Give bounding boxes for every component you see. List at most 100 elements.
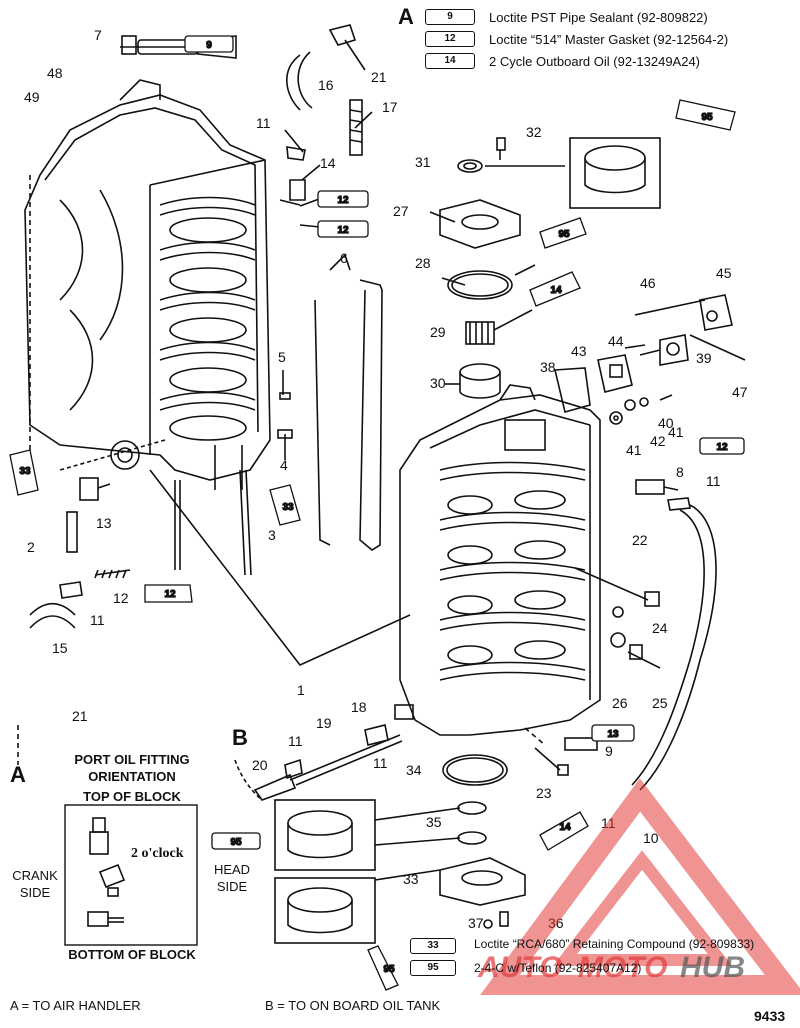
leader-1 (149, 469, 411, 666)
callout-3: 3 (268, 527, 276, 543)
svg-text:95: 95 (383, 964, 395, 975)
port-oil-right-2: SIDE (216, 879, 248, 894)
callout-15: 15 (52, 640, 68, 656)
port-oil-title-2: ORIENTATION (88, 769, 176, 784)
callout-20: 20 (252, 757, 268, 773)
tube-icon: 9 (425, 9, 475, 25)
legend-text: 2 Cycle Outboard Oil (92-13249A24) (489, 53, 701, 69)
svg-text:12: 12 (337, 195, 349, 206)
callout-28: 28 (415, 255, 431, 271)
callout-9-lower: 9 (605, 743, 613, 759)
bottom-legend: 33 Loctite “RCA/680” Retaining Compound … (410, 936, 764, 976)
tube-icon: 33 (410, 938, 456, 954)
watermark-logo: AUTO MOTO HUB (477, 778, 800, 995)
callout-14: 14 (320, 155, 336, 171)
callout-18: 18 (351, 699, 367, 715)
legend-text: 2-4-C w/Teflon (92-825407A12) (474, 961, 642, 975)
callout-11-right: 11 (706, 473, 721, 489)
callout-17: 17 (382, 99, 398, 115)
callout-45: 45 (716, 265, 732, 281)
callout-5: 5 (278, 349, 286, 365)
callout-4: 4 (280, 457, 288, 473)
svg-text:95: 95 (230, 837, 242, 848)
callout-16: 16 (318, 77, 334, 93)
svg-text:AUTO: AUTO (477, 951, 562, 984)
callout-29: 29 (430, 324, 446, 340)
tube-12b: 12 (317, 220, 369, 238)
callout-24: 24 (652, 620, 668, 636)
callout-6: 6 (340, 250, 348, 266)
tube-95a: 95 (675, 99, 736, 131)
callout-32: 32 (526, 124, 542, 140)
callout-21-left: 21 (72, 708, 88, 724)
callout-33: 33 (403, 871, 419, 887)
legend-row-9: 9 Loctite PST Pipe Sealant (92-809822) (425, 6, 728, 28)
footer-a-note: A = TO AIR HANDLER (10, 998, 141, 1013)
tube-12a: 12 (317, 190, 369, 208)
callout-31: 31 (415, 154, 431, 170)
tube-icon: 14 (425, 53, 475, 69)
callout-10: 10 (643, 830, 659, 846)
ref-letter-a: A (10, 762, 26, 787)
legend-letter-a: A (398, 4, 414, 29)
callout-25: 25 (652, 695, 668, 711)
port-oil-top: TOP OF BLOCK (83, 789, 181, 804)
svg-text:13: 13 (607, 729, 619, 740)
svg-text:12: 12 (164, 589, 176, 600)
callout-1: 1 (297, 682, 305, 698)
port-oil-bottom: BOTTOM OF BLOCK (68, 947, 196, 962)
callout-7: 7 (94, 27, 102, 43)
svg-text:33: 33 (282, 502, 294, 513)
legend-text: Loctite “RCA/680” Retaining Compound (92… (474, 937, 755, 951)
callout-43: 43 (571, 343, 587, 359)
callout-39: 39 (696, 350, 712, 366)
callout-48: 48 (47, 65, 63, 81)
svg-text:33: 33 (19, 466, 31, 477)
tube-13: 13 (591, 724, 635, 742)
tube-33b: 33 (269, 484, 301, 526)
port-oil-clock: 2 o'clock (131, 846, 184, 861)
tube-14a: 14 (529, 271, 581, 307)
callout-49: 49 (24, 89, 40, 105)
legend-row-33: 33 Loctite “RCA/680” Retaining Compound … (410, 936, 764, 954)
callout-42: 42 (650, 433, 666, 449)
port-oil-left-2: SIDE (19, 885, 51, 900)
svg-text:12: 12 (337, 225, 349, 236)
callout-13: 13 (96, 515, 112, 531)
sealant-tubes: 9 12 12 95 95 14 12 33 (9, 35, 745, 991)
tube-9a: 9 (184, 35, 234, 53)
svg-text:12: 12 (716, 442, 728, 453)
callout-44: 44 (608, 333, 624, 349)
callout-11-mid: 11 (288, 733, 303, 749)
port-oil-left-1: CRANK (12, 868, 58, 883)
callout-11-mid2: 11 (373, 755, 388, 771)
legend-row-95: 95 2-4-C w/Teflon (92-825407A12) (410, 960, 764, 976)
callout-2: 2 (27, 539, 35, 555)
svg-text:MOTO: MOTO (578, 951, 667, 984)
callout-34: 34 (406, 762, 422, 778)
callout-11-top: 11 (256, 115, 271, 131)
tube-95c: 95 (211, 832, 261, 850)
tube-33a: 33 (9, 449, 39, 496)
callout-35: 35 (426, 814, 442, 830)
callout-41a: 41 (668, 424, 684, 440)
cylinder-block-left (24, 35, 271, 576)
callout-38: 38 (540, 359, 556, 375)
callout-12: 12 (113, 590, 129, 606)
callout-26: 26 (612, 695, 628, 711)
svg-text:9: 9 (206, 40, 212, 51)
svg-text:95: 95 (558, 229, 570, 240)
svg-text:HUB: HUB (680, 951, 745, 984)
crankcase-cover (399, 384, 601, 736)
tube-12c: 12 (699, 437, 745, 455)
port-oil-right-1: HEAD (213, 862, 251, 877)
callout-23: 23 (536, 785, 552, 801)
callout-8: 8 (676, 464, 684, 480)
callout-41b: 41 (626, 442, 642, 458)
callout-27: 27 (393, 203, 409, 219)
tube-95b: 95 (539, 217, 587, 249)
svg-text:14: 14 (559, 822, 571, 833)
tube-icon: 12 (425, 31, 475, 47)
svg-text:95: 95 (701, 112, 713, 123)
